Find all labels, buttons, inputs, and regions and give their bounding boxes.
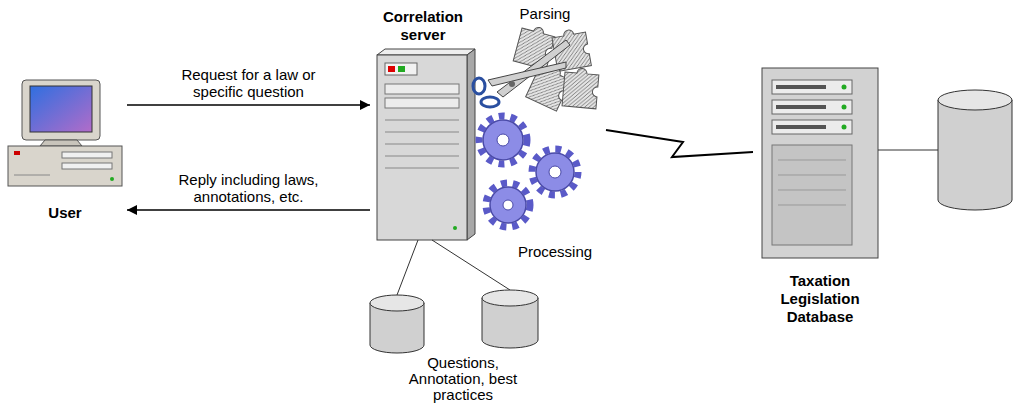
gear-body [483,120,523,160]
server-case [762,68,878,258]
drive-slot [776,125,826,129]
caption-label: Questions, Annotation, best practices [408,355,518,403]
red-led [388,66,395,72]
parsing-picture [473,23,599,111]
status-led [842,105,847,110]
monitor-case [22,80,100,140]
db-link [432,240,510,290]
drive-slot [62,152,112,158]
monitor-screen [30,86,92,132]
gear-hole [497,134,509,146]
puzzle-piece [562,67,599,109]
vent-line [385,168,459,169]
puzzle-piece [513,23,556,69]
gear-hole [549,166,561,178]
edge-label: Request for a law or specific question [173,66,325,100]
edge-label: Reply including laws, annotations, etc. [173,171,325,205]
gear-teeth [486,183,530,227]
drive-bay [385,98,459,108]
user-computer [8,80,122,186]
status-led [110,177,114,181]
message-arrow [127,209,370,210]
network-link [606,130,753,157]
vent-line [778,160,846,161]
status-led [842,125,847,130]
panel-line [14,175,50,176]
front-panel [385,63,417,75]
node-label: Correlation server [372,8,474,44]
vent-line [778,175,846,176]
gear-body [536,153,574,191]
vent-line [385,132,459,133]
node-label: User [10,204,120,222]
processing-gears [479,116,578,227]
status-led [453,226,457,230]
local-databases [370,240,538,353]
drive-bay [772,120,852,134]
gear-teeth [479,116,527,164]
gear-teeth [532,149,578,195]
database-cylinder [938,100,1012,210]
gear-body [490,187,526,223]
status-led [842,85,847,90]
tower-top [377,49,475,55]
drive-slot [62,163,112,169]
caption-label: Parsing [500,6,590,22]
node-box: User [5,80,125,222]
vent-line [778,205,846,206]
database-top [370,295,424,311]
front-panel [772,145,852,245]
db-link [397,240,418,295]
server-tower [377,49,475,240]
power-led [14,151,20,155]
scissor-blade [488,62,566,86]
drive-bay [385,84,459,94]
vent-line [385,144,459,145]
node-label: Taxation Legislation Database [770,272,870,326]
drive-slot [776,85,826,89]
database-server [762,68,1012,258]
database-top [482,290,538,306]
drive-slot [776,105,826,109]
vent-line [385,156,459,157]
database-top [938,90,1012,110]
node-box: Correlation server [372,8,604,244]
node-box: Taxation Legislation Database [755,62,885,326]
tower-side [467,49,475,240]
caption-label: Processing [505,244,605,260]
drive-bay [772,80,852,94]
drive-bay [772,100,852,114]
message-arrow [127,104,370,105]
scissor-pivot [509,81,515,87]
green-led [398,66,405,72]
vent-line [385,120,459,121]
scissor-handle [473,78,485,94]
desktop-case [8,146,122,186]
db-link [878,150,938,151]
scissor-handle [481,97,499,107]
gear-hole [503,200,513,210]
tower-front [377,55,467,240]
monitor-stand [40,140,82,146]
vent-line [778,190,846,191]
